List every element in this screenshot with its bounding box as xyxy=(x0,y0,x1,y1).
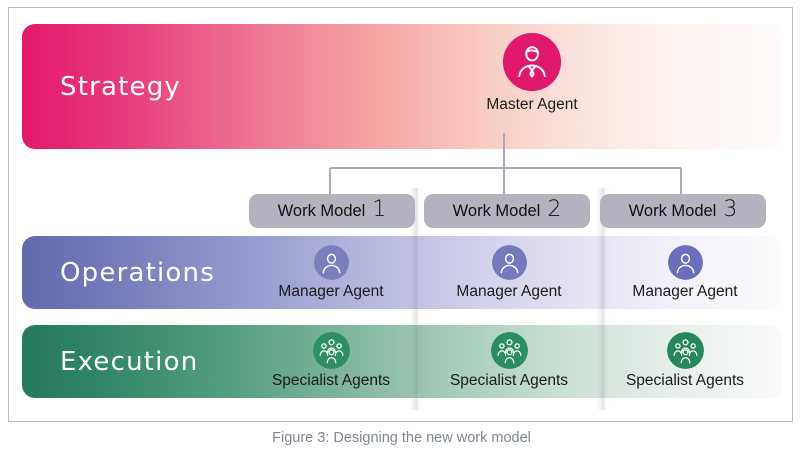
manager-agent-node-2: Manager Agent xyxy=(421,245,597,301)
work-model-pill-2[interactable]: Work Model 2 xyxy=(424,194,590,228)
layer-label-strategy: Strategy xyxy=(60,71,182,102)
people-group-icon xyxy=(312,332,350,369)
layer-band-strategy: Strategy xyxy=(22,24,782,149)
person-icon xyxy=(313,245,349,280)
manager-agent-label-3: Manager Agent xyxy=(632,283,738,300)
manager-agent-label-2: Manager Agent xyxy=(456,283,562,300)
work-model-number-2: 2 xyxy=(547,197,562,222)
figure-caption: Figure 3: Designing the new work model xyxy=(272,430,531,446)
specialist-agents-label-2: Specialist Agents xyxy=(449,372,569,389)
work-model-number-3: 3 xyxy=(723,197,738,222)
specialist-agents-node-3: Specialist Agents xyxy=(597,332,773,390)
specialist-agents-label-3: Specialist Agents xyxy=(625,372,745,389)
person-icon xyxy=(491,245,527,280)
layer-label-execution: Execution xyxy=(60,346,199,377)
work-model-title-3: Work Model xyxy=(628,201,717,220)
specialist-agents-node-2: Specialist Agents xyxy=(421,332,597,390)
specialist-agents-label-1: Specialist Agents xyxy=(271,372,391,389)
people-group-icon xyxy=(666,332,704,369)
manager-agent-node-1: Manager Agent xyxy=(243,245,419,301)
people-group-icon xyxy=(490,332,528,369)
specialist-agents-node-1: Specialist Agents xyxy=(243,332,419,390)
work-model-pill-3[interactable]: Work Model 3 xyxy=(600,194,766,228)
layer-band-operations: Operations xyxy=(22,236,782,309)
layer-band-execution: Execution xyxy=(22,325,782,398)
person-tie-icon xyxy=(503,33,561,91)
work-model-number-1: 1 xyxy=(372,197,387,222)
work-model-pill-1[interactable]: Work Model 1 xyxy=(249,194,415,228)
layer-label-operations: Operations xyxy=(60,257,215,288)
manager-agent-label-1: Manager Agent xyxy=(278,283,384,300)
person-icon xyxy=(667,245,703,280)
work-model-title-1: Work Model xyxy=(277,201,366,220)
work-model-title-2: Work Model xyxy=(452,201,541,220)
master-agent-label: Master Agent xyxy=(486,96,578,113)
master-agent-node: Master Agent xyxy=(452,33,612,114)
manager-agent-node-3: Manager Agent xyxy=(597,245,773,301)
